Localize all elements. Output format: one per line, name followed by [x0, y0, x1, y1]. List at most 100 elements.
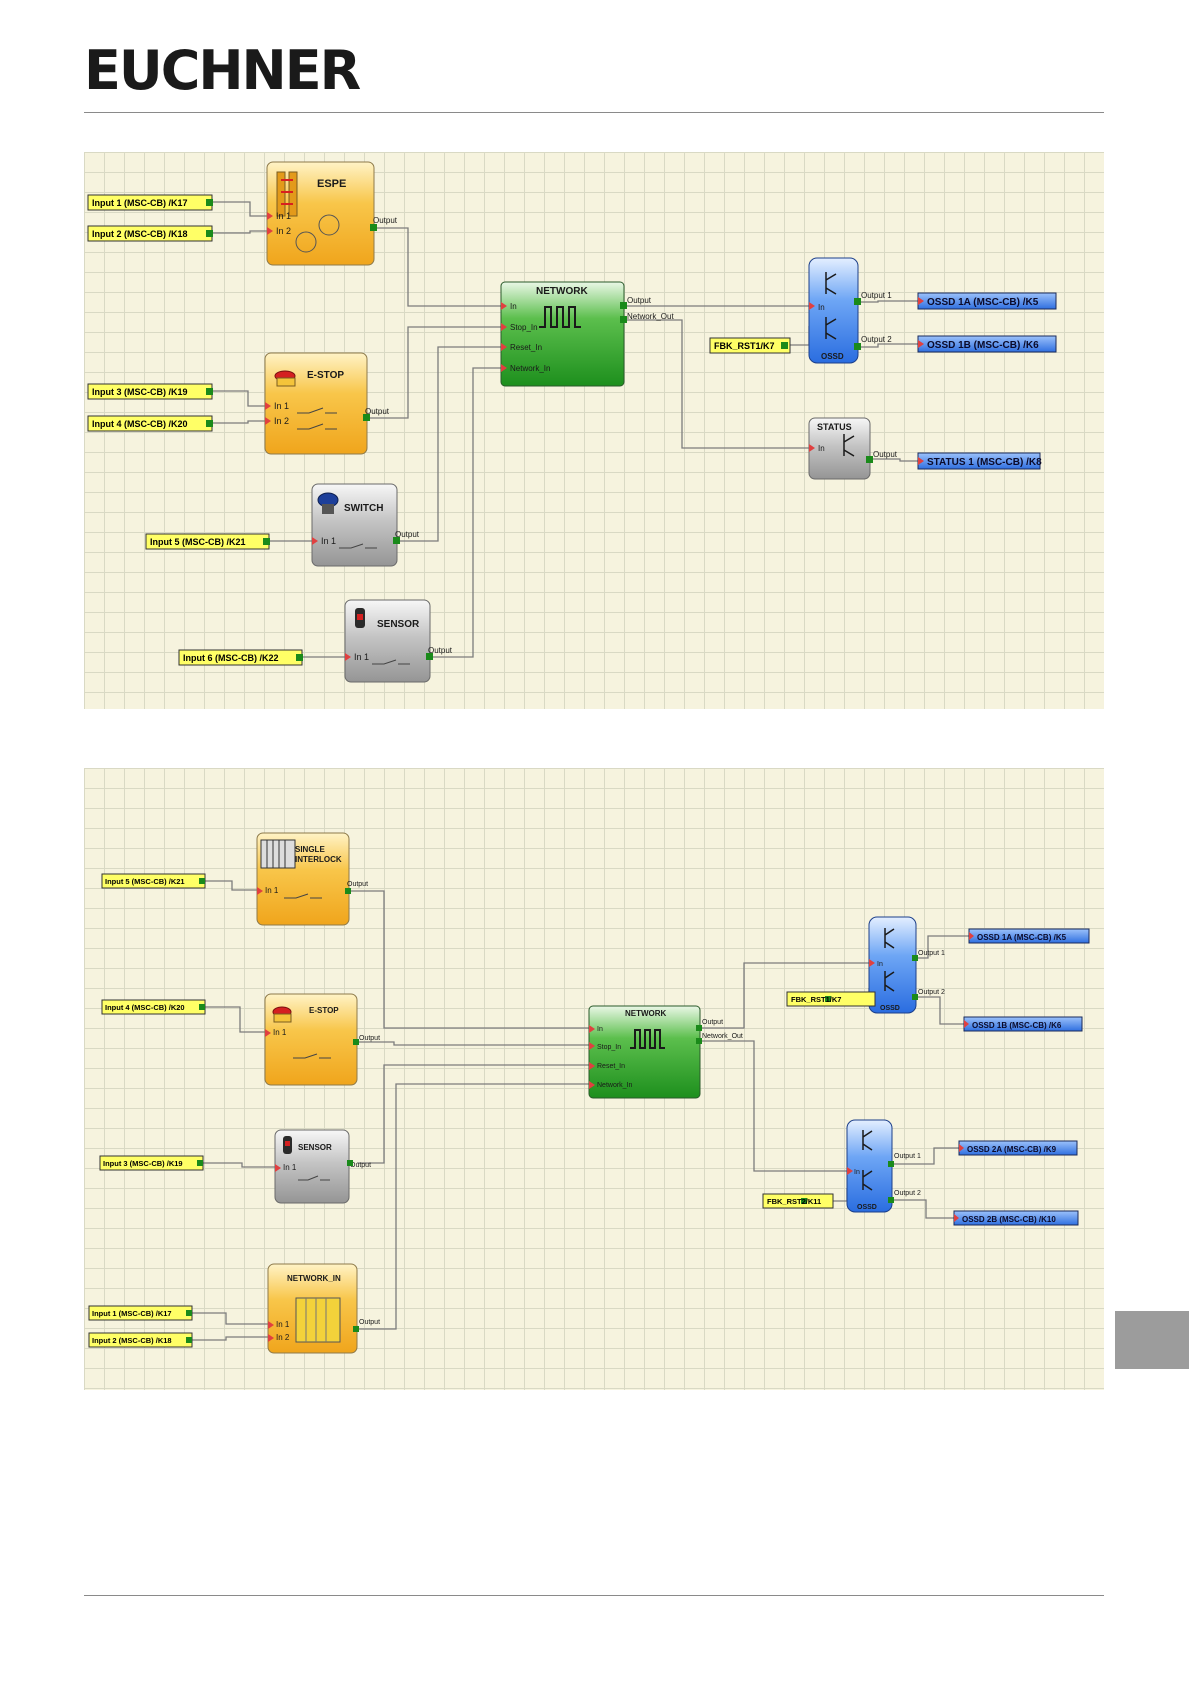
ossd2-port-in: In — [854, 1169, 860, 1176]
network-port-reset-in: Reset_In — [510, 343, 542, 352]
svg-text:OSSD 1B (MSC-CB) /K6: OSSD 1B (MSC-CB) /K6 — [972, 1021, 1062, 1030]
sensor-block[interactable]: SENSOR In 1 Output — [344, 599, 453, 683]
network-port-network-in: Network_In — [510, 364, 550, 373]
network-out-label: Network_Out — [702, 1033, 743, 1040]
input-tag[interactable]: Input 3 (MSC-CB) /K19 — [87, 383, 213, 400]
input-tag[interactable]: FBK_RST2/K11 — [762, 1193, 834, 1209]
svg-text:FBK_RST1/K7: FBK_RST1/K7 — [714, 341, 775, 351]
network-block[interactable]: NETWORK In Stop_In Reset_In Network_In O… — [588, 1005, 743, 1099]
network-in-block[interactable]: NETWORK_IN In 1 In 2 Output — [267, 1263, 380, 1354]
ossd-output1-label: Output 1 — [861, 291, 892, 300]
input-tag[interactable]: Input 5 (MSC-CB) /K21 — [101, 873, 206, 889]
ossd-transistor-icon — [825, 272, 837, 340]
network-port-in: In — [597, 1026, 603, 1033]
svg-text:Input 5 (MSC-CB) /K21: Input 5 (MSC-CB) /K21 — [150, 537, 246, 547]
guard-door-icon — [260, 839, 296, 869]
sensor-title: SENSOR — [377, 619, 420, 630]
diagram-1-canvas: ESPE In 1 In 2 Output E-STOP In 1 In 2 O… — [84, 152, 1104, 709]
switch-block[interactable]: SWITCH In 1 Output — [311, 483, 420, 567]
status-port-in: In — [818, 444, 825, 453]
network-title: NETWORK — [536, 286, 588, 297]
estop-port-in1: In 1 — [274, 401, 289, 411]
output-tag[interactable]: OSSD 2A (MSC-CB) /K9 — [958, 1140, 1078, 1156]
interlock-port-in1: In 1 — [265, 886, 279, 895]
svg-text:OSSD 2B (MSC-CB) /K10: OSSD 2B (MSC-CB) /K10 — [962, 1215, 1056, 1224]
ossd-block-1[interactable]: In OSSD Output 1 Output 2 — [868, 916, 945, 1014]
network-port-stop-in: Stop_In — [597, 1044, 621, 1051]
status-block[interactable]: STATUS In Output — [808, 417, 898, 480]
espe-block[interactable]: ESPE In 1 In 2 Output — [266, 161, 398, 266]
estop-block[interactable]: E-STOP In 1 Output — [264, 993, 380, 1086]
input-tag[interactable]: Input 1 (MSC-CB) /K17 — [88, 1305, 193, 1321]
network-port-in: In — [510, 302, 517, 311]
diagram-1-outputs: OSSD 1A (MSC-CB) /K5 OSSD 1B (MSC-CB) /K… — [917, 292, 1057, 470]
output-tag[interactable]: OSSD 2B (MSC-CB) /K10 — [953, 1210, 1079, 1226]
diagram-2-wires — [192, 880, 969, 1341]
input-tag[interactable]: Input 2 (MSC-CB) /K18 — [87, 225, 213, 242]
svg-text:Input 3 (MSC-CB) /K19: Input 3 (MSC-CB) /K19 — [92, 387, 188, 397]
ossd1-output2-label: Output 2 — [918, 989, 945, 996]
network-block[interactable]: NETWORK In Stop_In Reset_In Network_In O… — [500, 281, 674, 387]
input-tag[interactable]: Input 6 (MSC-CB) /K22 — [178, 649, 303, 666]
input-tag[interactable]: FBK_RST1/K7 — [786, 991, 876, 1007]
ossd-block[interactable]: In OSSD Output 1 Output 2 — [808, 257, 892, 364]
svg-text:OSSD 2A (MSC-CB) /K9: OSSD 2A (MSC-CB) /K9 — [967, 1145, 1057, 1154]
svg-text:FBK_RST2/K11: FBK_RST2/K11 — [767, 1197, 821, 1206]
diagram-1-svg: ESPE In 1 In 2 Output E-STOP In 1 In 2 O… — [87, 161, 1057, 683]
diagram-1-blocks: ESPE In 1 In 2 Output E-STOP In 1 In 2 O… — [264, 161, 898, 683]
svg-text:Input 4 (MSC-CB) /K20: Input 4 (MSC-CB) /K20 — [92, 419, 188, 429]
ossd1-title: OSSD — [880, 1005, 900, 1012]
input-tag[interactable]: FBK_RST1/K7 — [709, 337, 791, 354]
svg-text:Input 3 (MSC-CB) /K19: Input 3 (MSC-CB) /K19 — [103, 1159, 183, 1168]
estop-title: E-STOP — [309, 1006, 339, 1015]
header-divider — [84, 112, 1104, 113]
network-out-label: Network_Out — [627, 312, 674, 321]
interlock-title-line2: INTERLOCK — [295, 855, 342, 864]
ossd1-output1-label: Output 1 — [918, 950, 945, 957]
footer-divider — [84, 1595, 1104, 1596]
switch-output-label: Output — [395, 530, 420, 539]
euchner-logo: EUCHNER — [84, 39, 361, 102]
input-tag[interactable]: Input 4 (MSC-CB) /K20 — [101, 999, 206, 1015]
input-tag[interactable]: Input 1 (MSC-CB) /K17 — [87, 194, 213, 211]
svg-text:OSSD 1A (MSC-CB) /K5: OSSD 1A (MSC-CB) /K5 — [977, 933, 1067, 942]
sensor-port-in1: In 1 — [354, 652, 369, 662]
chapter-tab — [1115, 1311, 1189, 1369]
espe-title: ESPE — [317, 178, 346, 190]
status-output-label: Output — [873, 450, 898, 459]
switch-port-in1: In 1 — [321, 536, 336, 546]
network-output-label: Output — [627, 296, 652, 305]
ossd-port-in: In — [818, 303, 825, 312]
network-in-title: NETWORK_IN — [287, 1274, 341, 1283]
input-tag[interactable]: Input 5 (MSC-CB) /K21 — [145, 533, 270, 550]
svg-text:Input 1 (MSC-CB) /K17: Input 1 (MSC-CB) /K17 — [92, 1309, 172, 1318]
sensor-block[interactable]: SENSOR In 1 Output — [274, 1129, 371, 1204]
estop-block[interactable]: E-STOP In 1 In 2 Output — [264, 352, 390, 455]
svg-text:OSSD 1A (MSC-CB) /K5: OSSD 1A (MSC-CB) /K5 — [927, 297, 1039, 308]
estop-port-in1: In 1 — [273, 1028, 287, 1037]
output-tag[interactable]: OSSD 1A (MSC-CB) /K5 — [917, 292, 1057, 310]
ossd-block-2[interactable]: In OSSD Output 1 Output 2 — [846, 1119, 921, 1213]
svg-text:OSSD 1B (MSC-CB) /K6: OSSD 1B (MSC-CB) /K6 — [927, 340, 1039, 351]
single-interlock-block[interactable]: SINGLE INTERLOCK In 1 Output — [256, 832, 368, 926]
sensor-title: SENSOR — [298, 1143, 332, 1152]
estop-output-label: Output — [359, 1035, 380, 1042]
estop-output-label: Output — [365, 407, 390, 416]
status-title: STATUS — [817, 422, 852, 432]
diagram-2-inputs: Input 5 (MSC-CB) /K21 Input 4 (MSC-CB) /… — [88, 873, 876, 1348]
output-tag[interactable]: OSSD 1B (MSC-CB) /K6 — [963, 1016, 1083, 1032]
diagram-1-inputs: Input 1 (MSC-CB) /K17 Input 2 (MSC-CB) /… — [87, 194, 791, 666]
svg-text:Input 1 (MSC-CB) /K17: Input 1 (MSC-CB) /K17 — [92, 198, 188, 208]
output-tag[interactable]: OSSD 1A (MSC-CB) /K5 — [968, 928, 1090, 944]
input-tag[interactable]: Input 2 (MSC-CB) /K18 — [88, 1332, 193, 1348]
output-tag[interactable]: STATUS 1 (MSC-CB) /K8 — [917, 452, 1042, 470]
status-transistor-icon — [843, 434, 855, 457]
ossd2-output1-label: Output 1 — [894, 1153, 921, 1160]
input-tag[interactable]: Input 4 (MSC-CB) /K20 — [87, 415, 213, 432]
input-tag[interactable]: Input 3 (MSC-CB) /K19 — [99, 1155, 204, 1171]
sensor-port-in1: In 1 — [283, 1163, 297, 1172]
output-tag[interactable]: OSSD 1B (MSC-CB) /K6 — [917, 335, 1057, 353]
switch-title: SWITCH — [344, 503, 383, 514]
diagram-2-svg: SINGLE INTERLOCK In 1 Output E-STOP In 1… — [88, 832, 1090, 1354]
network-output-label: Output — [702, 1019, 723, 1026]
